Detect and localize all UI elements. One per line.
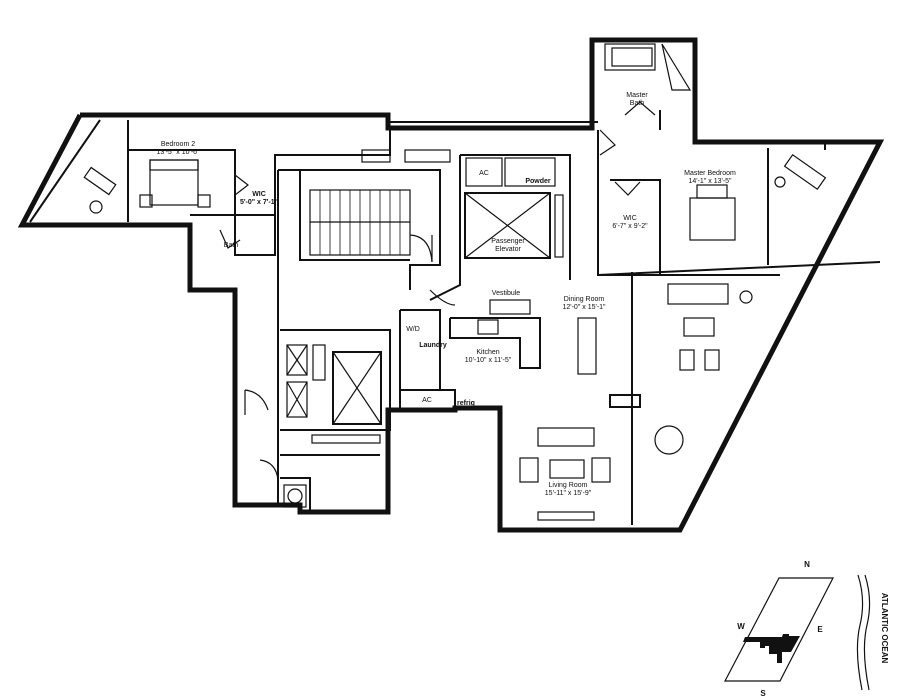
exterior-walls	[17, 37, 885, 533]
master-bedroom-label: Master Bedroom	[684, 170, 736, 177]
site-outline	[724, 577, 834, 682]
wd-label: W/D	[406, 326, 420, 333]
compass-north: N	[804, 560, 810, 569]
master-bath-label: Master	[626, 92, 648, 99]
living-dims: 15'-11" x 15'-9"	[545, 490, 592, 497]
powder-label: Powder	[525, 178, 551, 185]
elevator-shafts	[283, 192, 564, 508]
vestibule-label: Vestibule	[492, 290, 521, 297]
dining-dims: 12'-0" x 15'-1"	[562, 304, 606, 311]
furniture	[83, 43, 827, 521]
kitchen-label: Kitchen	[476, 349, 499, 356]
compass-east: E	[817, 625, 823, 634]
living-label: Living Room	[549, 482, 588, 489]
elevator-label: Passenger	[491, 238, 525, 245]
ac2-label: AC	[422, 397, 432, 404]
wic1-label: WIC	[252, 191, 266, 198]
interior-walls	[128, 110, 881, 512]
master-bath-label-2: Bath	[630, 100, 645, 107]
key-plan: N S E W ATLANTIC OCEAN	[724, 560, 889, 698]
refrig-label: refrig	[457, 400, 475, 407]
kitchen-dims: 10'-10" x 11'-5"	[465, 357, 512, 364]
unit-location	[743, 634, 800, 663]
laundry-label: Laundry	[419, 342, 447, 349]
bedroom2-dims: 13'-5" x 10'-6"	[156, 149, 200, 156]
master-bedroom-dims: 14'-1" x 13'-5"	[688, 178, 732, 185]
compass-south: S	[760, 689, 766, 698]
wic1-dims: 5'-0" x 7'-1"	[240, 199, 278, 206]
dining-label: Dining Room	[564, 296, 605, 303]
ocean-label: ATLANTIC OCEAN	[880, 593, 889, 664]
elevator-label-2: Elevator	[495, 246, 521, 253]
bedroom2-label: Bedroom 2	[161, 141, 195, 148]
ac1-label: AC	[479, 170, 489, 177]
compass-west: W	[737, 622, 745, 631]
doors	[219, 101, 656, 481]
bath-label: Bath	[224, 242, 239, 249]
wic2-dims: 6'-7" x 9'-2"	[612, 223, 648, 230]
wic2-label: WIC	[623, 215, 637, 222]
staircase	[309, 189, 411, 256]
